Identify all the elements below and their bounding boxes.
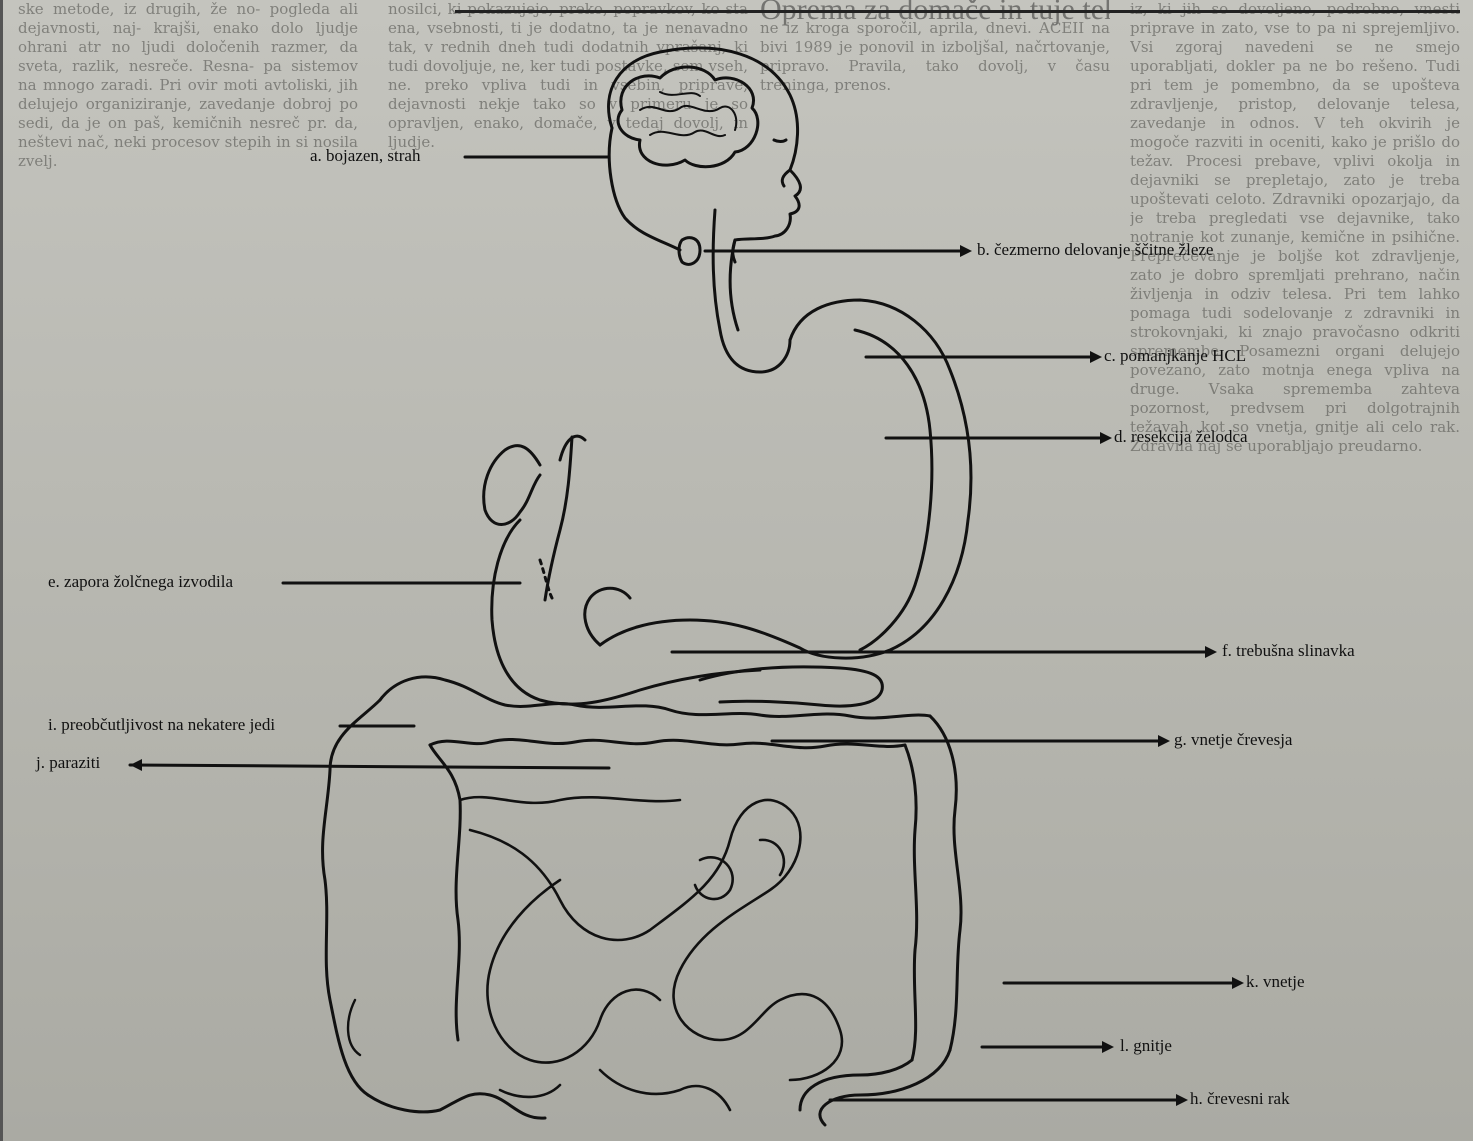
pancreas [700,667,882,706]
descending-colon [930,716,961,1050]
stomach-inner [855,330,932,650]
label-a-fear: a. bojazen, strah [310,146,420,166]
face-features [774,140,790,186]
ascending-colon-inner [430,745,460,1040]
stomach [600,300,971,658]
label-l-putrefaction: l. gnitje [1120,1036,1172,1056]
ascending-colon [323,700,380,1095]
label-j-parasites: j. paraziti [36,753,100,773]
small-intestine [460,797,842,1110]
label-i-food-sensitivity: i. preobčutljivost na nekatere jedi [48,715,275,735]
transverse-colon-top [380,677,930,718]
label-e-bile-duct: e. zapora žolčnega izvodila [48,572,233,592]
label-g-intestine-inflammation: g. vnetje črevesja [1174,730,1292,750]
descending-colon-inner [905,745,917,1060]
label-k-inflammation: k. vnetje [1246,972,1305,992]
label-c-hcl: c. pomanjkanje HCL [1104,346,1246,366]
duodenum [492,520,760,704]
label-d-gastrectomy: d. resekcija želodca [1114,427,1248,447]
appendix [348,1000,360,1055]
neck-back-line [609,128,680,250]
leader-lines [130,157,1232,1100]
label-f-pancreas: f. trebušna slinavka [1222,641,1355,661]
thyroid-gland [679,238,700,265]
leader-j [130,765,609,768]
label-h-colon-cancer: h. črevesni rak [1190,1089,1290,1109]
brain-folds [640,92,736,136]
sigmoid-colon [800,1050,950,1125]
pylorus [585,588,630,645]
label-b-thyroid: b. čezmerno delovanje ščitne žleze [977,240,1213,260]
leader-arrowheads [130,245,1244,1106]
bile-duct [545,436,585,600]
liver-duct [484,446,540,525]
